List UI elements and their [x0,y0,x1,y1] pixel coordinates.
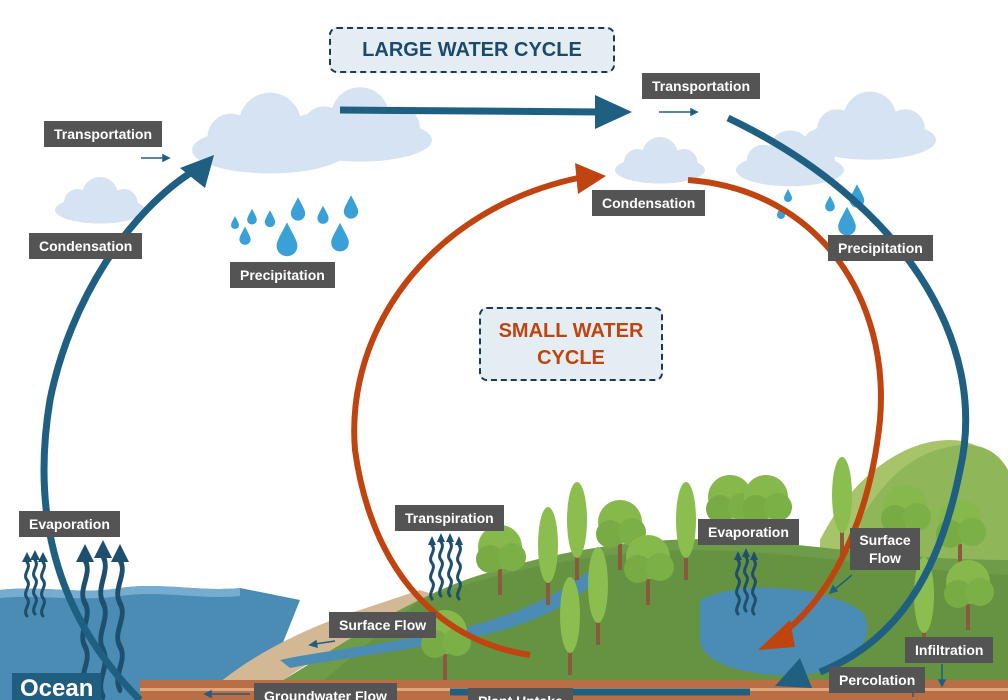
raindrops [231,184,865,257]
arrowhead [595,95,632,129]
raindrop [838,206,856,236]
large-water-cycle-title-text: LARGE WATER CYCLE [362,39,582,61]
raindrop [343,195,359,219]
wave-arrow [456,543,462,601]
arrowhead [775,658,812,688]
label-surface-flow-right: Surface Flow [850,528,920,570]
cloud [288,87,432,162]
wave-arrow [751,558,757,616]
cloud [804,91,936,160]
large-water-cycle-title: LARGE WATER CYCLE [329,27,615,73]
wave-arrow [118,560,123,690]
small-cycle-left-arc [351,175,579,658]
label-condensation-left: Condensation [29,233,143,259]
label-percolation: Percolation [829,667,926,693]
raindrop [276,222,298,257]
wave-arrow [743,555,749,613]
raindrop [317,205,329,224]
label-precipitation-left: Precipitation [230,262,335,288]
large-cycle-arrowheads [180,95,812,688]
label-transportation-left: Transportation [44,121,163,147]
wave-arrow [40,560,46,618]
small-water-cycle-title: SMALL WATER CYCLE [479,307,663,381]
wave-arrow [32,558,38,616]
raindrop [784,189,792,202]
arrowhead [575,163,606,194]
raindrop [231,216,239,229]
label-transportation-right: Transportation [642,73,761,99]
large-cycle-left-arc [40,167,197,700]
landscape [0,440,1008,700]
label-evaporation-ocean: Evaporation [19,511,120,537]
wave-arrow [429,543,435,601]
wave-arrow [447,540,453,598]
label-groundwater-flow: Groundwater Flow [254,683,397,700]
cloud [55,177,145,224]
label-plant-uptake: Plant Uptake [468,688,573,700]
label-ocean: Ocean [12,673,102,700]
label-evaporation-lake: Evaporation [698,519,799,545]
wave-arrow [735,558,741,616]
raindrop [239,226,251,245]
raindrop [331,222,349,252]
stream [280,570,600,668]
label-infiltration: Infiltration [905,637,994,663]
clouds [55,87,936,224]
label-surface-flow-left: Surface Flow [329,612,437,638]
label-condensation-center: Condensation [592,190,706,216]
raindrop [825,195,835,212]
small-cycle-arrowheads [575,163,795,650]
small-cycle-arrows [351,175,884,658]
cloud [615,137,705,184]
wave-heads [22,533,758,562]
label-transpiration: Transpiration [395,505,504,531]
arrowhead [180,155,214,188]
raindrop [290,197,306,221]
raindrop [264,210,276,228]
wave-arrow [101,556,106,696]
raindrop [247,208,257,225]
transport-arrows [141,107,947,699]
large-cycle-right-arc [726,114,970,676]
small-cycle-right-arc [687,177,884,638]
wave-arrow [438,540,444,598]
arrowhead [758,620,795,650]
label-precipitation-right: Precipitation [828,235,933,261]
wave-arrow [24,560,30,618]
large-cycle-top-arrow [339,106,601,116]
small-water-cycle-title-text: SMALL WATER CYCLE [498,320,644,369]
